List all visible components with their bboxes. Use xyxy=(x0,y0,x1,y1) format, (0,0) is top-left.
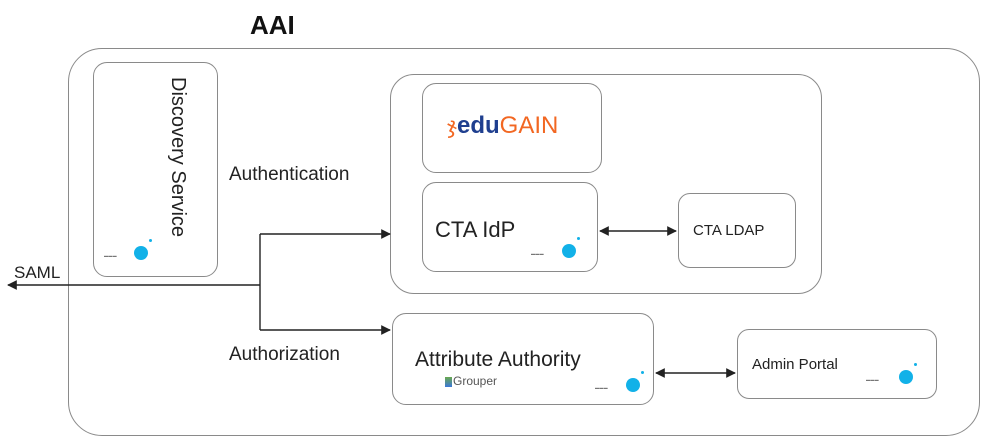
discovery-service-box: Discovery Service ▬▬▬ xyxy=(93,62,218,277)
admin-portal-label: Admin Portal xyxy=(752,356,838,373)
edugain-suffix: GAIN xyxy=(499,112,559,139)
brand-logo-text: ▬▬▬ xyxy=(104,253,117,258)
brand-logo-text: ▬▬▬ xyxy=(531,251,544,256)
grouper-icon xyxy=(445,376,452,387)
discovery-service-label: Discovery Service xyxy=(167,77,189,238)
authorization-label: Authorization xyxy=(229,344,340,365)
cta-ldap-label: CTA LDAP xyxy=(693,222,765,239)
cta-ldap-box: CTA LDAP xyxy=(678,193,796,268)
brand-logo-icon xyxy=(577,237,580,240)
brand-logo-icon xyxy=(562,244,576,258)
authentication-label: Authentication xyxy=(229,164,350,185)
brand-logo-icon xyxy=(626,378,640,392)
grouper-logo: Grouper xyxy=(445,374,497,388)
edugain-box: ჯeduGAIN xyxy=(422,83,602,173)
edugain-logo: ჯeduGAIN xyxy=(447,112,558,140)
edugain-mark-icon: ჯ xyxy=(447,113,457,138)
brand-logo-icon xyxy=(134,246,148,260)
diagram-title: AAI xyxy=(250,10,295,40)
brand-logo-icon xyxy=(899,370,913,384)
cta-idp-label: CTA IdP xyxy=(435,217,516,242)
edugain-prefix: edu xyxy=(457,112,500,139)
cta-idp-box: CTA IdP ▬▬▬ xyxy=(422,182,598,272)
saml-label: SAML xyxy=(14,263,61,282)
brand-logo-icon xyxy=(914,363,917,366)
brand-logo-icon xyxy=(149,239,152,242)
brand-logo-text: ▬▬▬ xyxy=(595,385,608,390)
brand-logo-text: ▬▬▬ xyxy=(866,377,879,382)
grouper-label: Grouper xyxy=(453,374,498,388)
attribute-authority-box: Attribute Authority Grouper ▬▬▬ xyxy=(392,313,654,405)
admin-portal-box: Admin Portal ▬▬▬ xyxy=(737,329,937,399)
attribute-authority-label: Attribute Authority xyxy=(415,348,581,371)
brand-logo-icon xyxy=(641,371,644,374)
